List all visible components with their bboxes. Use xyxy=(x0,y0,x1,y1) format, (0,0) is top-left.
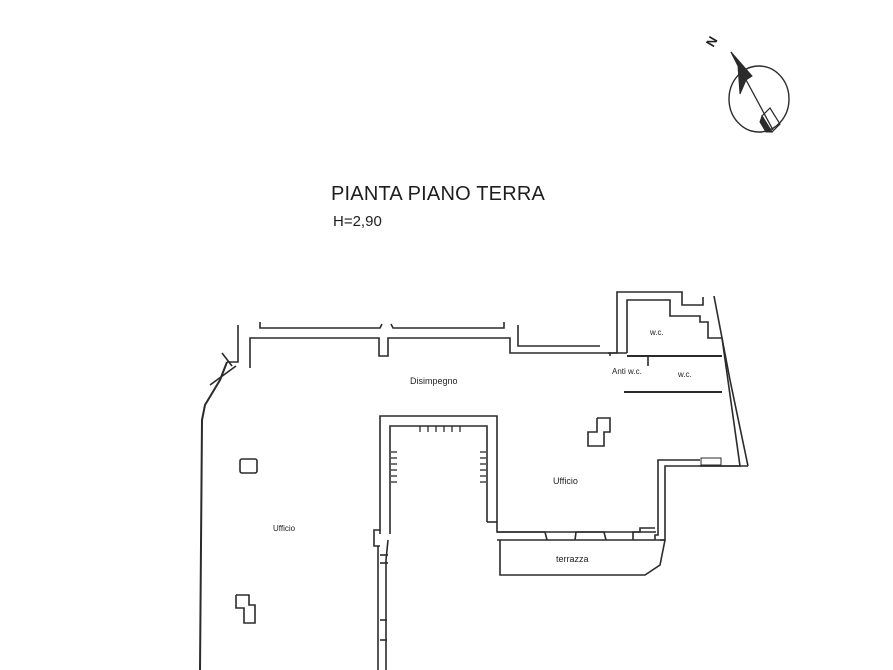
room-label-disimpegno: Disimpegno xyxy=(410,376,458,386)
room-label-ufficio-left: Ufficio xyxy=(273,524,296,533)
plan-title: PIANTA PIANO TERRA xyxy=(331,183,546,205)
room-label-terrazza: terrazza xyxy=(556,554,589,564)
room-label-anti-wc: Anti w.c. xyxy=(612,367,642,376)
room-label-wc-top: w.c. xyxy=(650,328,664,337)
north-arrow-icon xyxy=(728,51,790,133)
room-label-ufficio-right: Ufficio xyxy=(553,476,578,486)
room-label-wc-right: w.c. xyxy=(678,370,692,379)
ceiling-height-label: H=2,90 xyxy=(333,213,382,230)
